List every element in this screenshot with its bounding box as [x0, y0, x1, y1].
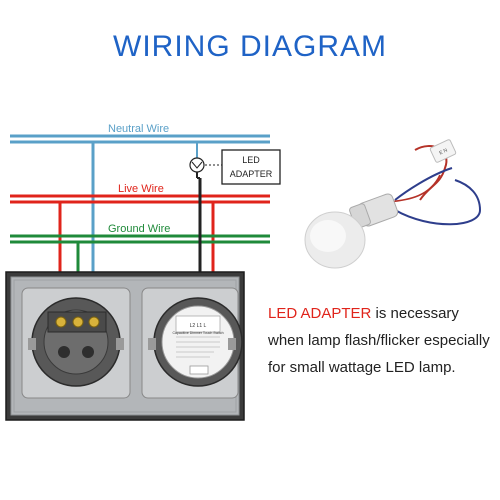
switch-terminal-labels: L2 L1 L	[190, 323, 207, 329]
diagram-title: WIRING DIAGRAM	[113, 30, 387, 63]
live-wire-label: Live Wire	[118, 183, 164, 195]
switch-module-brand: Capacitive Dimmer Touch Switch	[172, 331, 223, 335]
ground-terminal	[72, 316, 84, 328]
neutral-wire-label: Neutral Wire	[108, 123, 169, 135]
note-highlight: LED ADAPTER	[268, 305, 372, 322]
socket-module	[21, 287, 131, 399]
note-text: is necessary when lamp flash/flicker esp…	[268, 305, 490, 376]
led-adapter-label-box	[221, 149, 281, 185]
led-adapter-label-line1: LED	[242, 155, 260, 165]
led-adapter-label-line2: ADAPTER	[230, 169, 273, 179]
switch-module	[141, 287, 243, 399]
ground-wire-label: Ground Wire	[108, 223, 170, 235]
led-bulb-photo: E N	[288, 128, 493, 278]
led-adapter-note: LED ADAPTER is necessary when lamp flash…	[268, 300, 496, 381]
svg-text:E N: E N	[438, 147, 448, 156]
live-terminal	[55, 316, 67, 328]
neutral-terminal	[88, 316, 100, 328]
